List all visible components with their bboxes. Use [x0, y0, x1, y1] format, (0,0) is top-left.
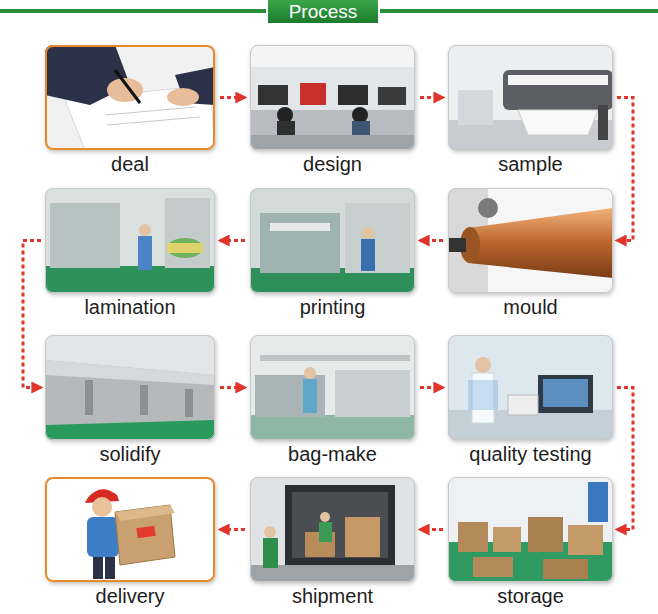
flow-arrow — [220, 96, 245, 99]
photo-frame — [45, 188, 215, 293]
flow-arrow — [220, 239, 245, 242]
step-label: design — [250, 152, 415, 176]
flow-arrow — [420, 96, 443, 99]
photo-frame — [250, 188, 415, 293]
flow-arrow — [617, 98, 633, 241]
step-label: deal — [45, 152, 215, 176]
step-label: quality testing — [448, 442, 613, 466]
flow-arrow — [420, 386, 443, 389]
step-label: solidify — [45, 442, 215, 466]
process-step: shipment — [250, 477, 415, 608]
process-step: bag-make — [250, 335, 415, 466]
process-step: printing — [250, 188, 415, 319]
flow-arrow — [23, 241, 41, 388]
step-label: lamination — [45, 295, 215, 319]
flow-arrow — [420, 528, 443, 531]
step-label: printing — [250, 295, 415, 319]
step-label: bag-make — [250, 442, 415, 466]
process-step: sample — [448, 45, 613, 176]
photo-frame — [448, 188, 613, 293]
process-step: solidify — [45, 335, 215, 466]
flow-arrow — [220, 528, 245, 531]
photo-frame — [448, 335, 613, 440]
flow-arrow — [420, 239, 443, 242]
photo-frame — [250, 45, 415, 150]
process-step: mould — [448, 188, 613, 319]
photo-frame — [448, 477, 613, 582]
step-label: delivery — [45, 584, 215, 608]
header-title: Process — [268, 0, 378, 24]
photo-frame — [45, 477, 215, 582]
photo-frame — [250, 477, 415, 582]
process-step: quality testing — [448, 335, 613, 466]
flow-arrow — [220, 386, 245, 389]
step-label: mould — [448, 295, 613, 319]
flow-arrow — [617, 388, 633, 530]
process-step: deal — [45, 45, 215, 176]
photo-frame — [45, 45, 215, 150]
process-step: delivery — [45, 477, 215, 608]
step-label: shipment — [250, 584, 415, 608]
photo-frame — [45, 335, 215, 440]
step-label: sample — [448, 152, 613, 176]
process-step: lamination — [45, 188, 215, 319]
process-step: design — [250, 45, 415, 176]
photo-frame — [250, 335, 415, 440]
photo-frame — [448, 45, 613, 150]
process-step: storage — [448, 477, 613, 608]
step-label: storage — [448, 584, 613, 608]
